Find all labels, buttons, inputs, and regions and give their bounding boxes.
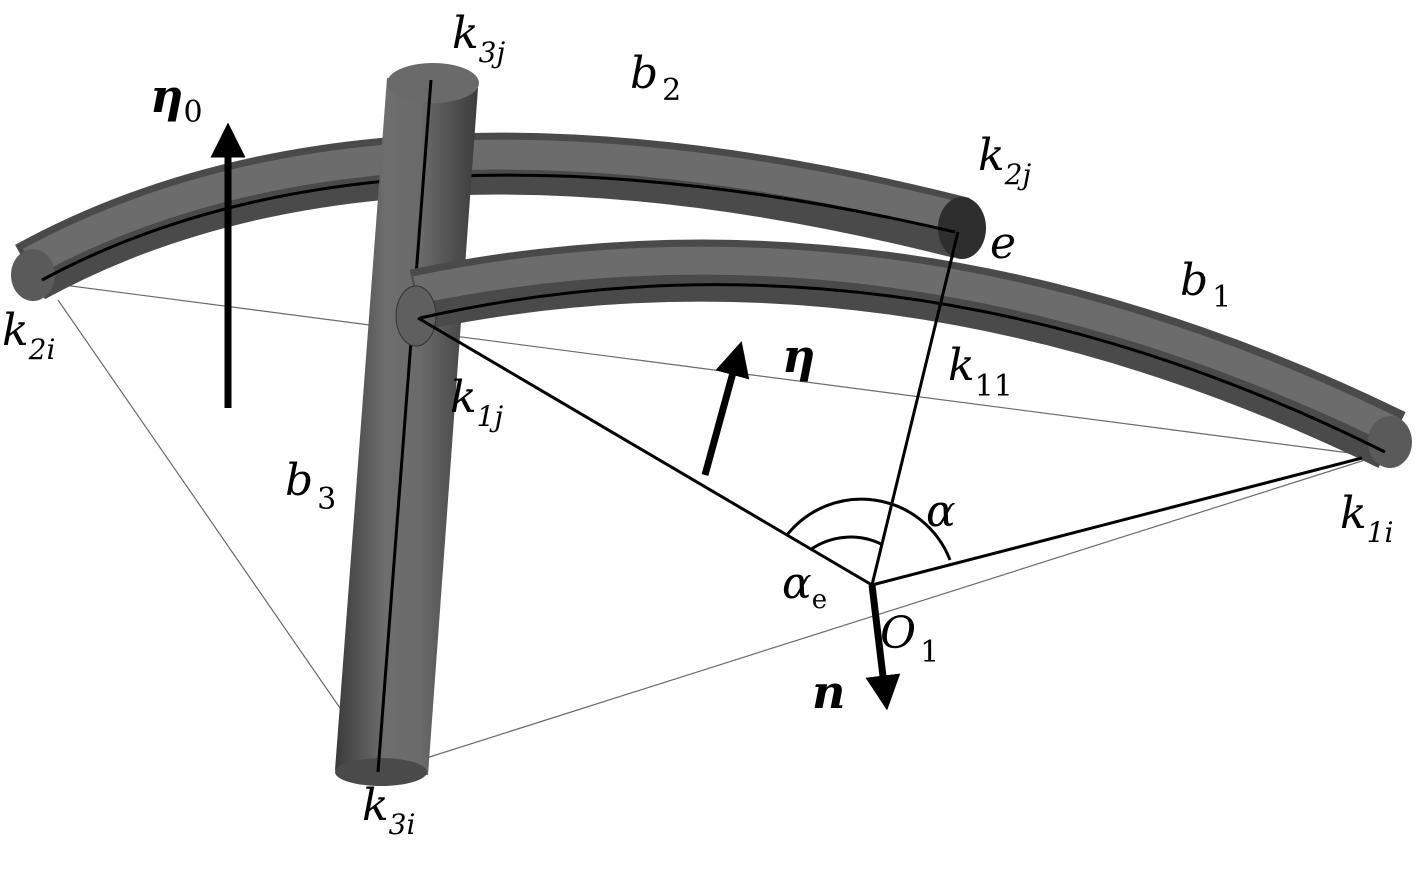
line-k2i-k1i — [47, 282, 1366, 456]
label-k3i: k3i — [362, 780, 415, 841]
arrow-eta — [701, 341, 750, 476]
label-k11: k11 — [948, 340, 1013, 404]
line-O1-k1j — [417, 316, 873, 587]
label-eta: η — [782, 329, 815, 383]
arrow-n — [865, 584, 901, 711]
rod-b3-top-cap — [387, 63, 479, 103]
beam-b1-highlight — [413, 246, 1399, 443]
label-n: n — [812, 665, 845, 719]
line-k2i-k3i — [57, 299, 341, 709]
radial-lines — [417, 231, 1363, 587]
arc-alpha — [785, 497, 952, 561]
line-O1-e — [870, 231, 960, 586]
angle-arcs — [785, 497, 952, 561]
beam-b2-end-k2j — [938, 197, 986, 259]
rod-b3 — [335, 63, 479, 786]
label-k1i: k1i — [1340, 488, 1393, 549]
arrows — [210, 122, 901, 711]
label-alphae: αe — [782, 558, 827, 615]
label-e: e — [990, 218, 1016, 269]
line-O1-k1i — [871, 456, 1363, 587]
beam-b1 — [395, 239, 1412, 468]
label-eta0: η0 — [150, 69, 203, 130]
beam-b1-axis — [419, 283, 1386, 454]
label-alpha: α — [926, 486, 956, 537]
rod-b3-axis — [376, 79, 433, 773]
rod-b3-bottom-cap — [335, 758, 427, 786]
construction-lines — [47, 282, 1366, 761]
label-k2i: k2i — [2, 305, 55, 366]
label-k2j: k2j — [978, 130, 1031, 191]
rod-b3-body — [335, 78, 478, 775]
beam-b2-end-k2i — [11, 249, 55, 301]
beam-b1-end-k1i — [1368, 416, 1412, 468]
label-k1j: k1j — [450, 372, 503, 433]
arc-alpha-e — [809, 535, 884, 552]
line-k3i-k1i — [419, 459, 1366, 761]
label-k3j: k3j — [452, 8, 505, 69]
